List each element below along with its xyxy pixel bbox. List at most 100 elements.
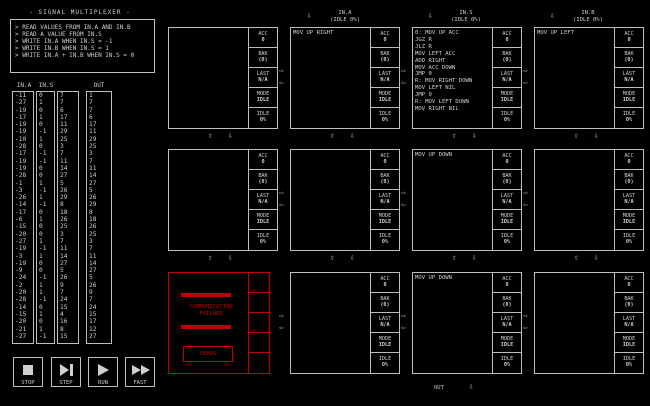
node-code[interactable]: MOV UP DOWN: [415, 275, 453, 281]
column-value: 7: [89, 296, 93, 304]
right-arrow-icon: ⇨: [523, 66, 528, 75]
column-value: 9: [89, 289, 93, 297]
right-arrow-icon: ⇨: [401, 311, 406, 320]
register-value: N/A: [502, 77, 512, 83]
register-label: IDLE: [622, 111, 636, 117]
register-bak: BAK(0): [249, 48, 277, 68]
left-arrow-icon: ⇦: [279, 200, 284, 209]
column-value: -19: [15, 164, 27, 172]
column-value: 29: [60, 194, 68, 202]
column-value: 11: [89, 252, 97, 260]
register-value: 0: [383, 37, 387, 43]
in-b-name: IN.B: [581, 10, 595, 16]
node-code[interactable]: MOV UP RIGHT: [293, 30, 334, 36]
column-value: 9: [60, 281, 64, 289]
register-value: IDLE: [622, 97, 636, 103]
column-value: -14: [15, 201, 27, 209]
register-bak: BAK(0): [493, 170, 521, 190]
up-arrow-icon: ⇧: [208, 131, 213, 140]
column-value: 0: [39, 121, 43, 129]
register-label: IDLE: [256, 111, 270, 117]
column-value: -1: [39, 201, 47, 209]
right-arrow-icon: ⇨: [279, 188, 284, 197]
register-value: N/A: [258, 199, 268, 205]
error-message-text: COMMUNICATION FAILURE: [189, 304, 233, 317]
column-value: 0: [39, 106, 43, 114]
register-value: (0): [502, 302, 512, 308]
node-code[interactable]: MOV UP DOWN: [415, 152, 453, 158]
column-value: -6: [15, 216, 23, 224]
down-arrow-icon: ⇩: [428, 11, 433, 20]
column-value: 1: [39, 99, 43, 107]
node-code[interactable]: MOV UP LEFT: [537, 30, 575, 36]
column-value: 17: [89, 318, 97, 326]
column-value: 17: [60, 113, 68, 121]
left-arrow-icon: ⇦: [279, 323, 284, 332]
in-s-idle: (IDLE 0%): [451, 16, 481, 23]
down-arrow-icon: ⇩: [350, 131, 355, 140]
column-value: 7: [89, 157, 93, 165]
column-value: 0: [39, 164, 43, 172]
fast-button[interactable]: [125, 357, 155, 387]
register-value: N/A: [624, 199, 634, 205]
stop-button[interactable]: [13, 357, 43, 387]
register-label: LAST: [500, 193, 514, 199]
register-value: 0: [627, 159, 631, 165]
out-port-label: OUT: [434, 385, 444, 391]
node-code[interactable]: 0: MOV UP ACC JGZ R JLZ R MOV LEFT ACC A…: [415, 30, 473, 112]
run-button[interactable]: [88, 357, 118, 387]
column-value: -28: [15, 296, 27, 304]
register-mode: [249, 333, 269, 353]
register-label: BAK: [258, 51, 268, 57]
in-a-name: IN.A: [338, 10, 352, 16]
right-arrow-icon: ⇨: [279, 311, 284, 320]
register-value: (0): [380, 179, 390, 185]
register-value: N/A: [380, 322, 390, 328]
column-value: 14: [89, 259, 97, 267]
column-value: -15: [15, 310, 27, 318]
left-arrow-icon: ⇦: [523, 200, 528, 209]
column-value: 15: [60, 332, 68, 340]
step-button[interactable]: [51, 357, 81, 387]
register-bak: [249, 293, 269, 313]
column-value: -1: [39, 150, 47, 158]
register-label: ACC: [502, 153, 512, 159]
register-value: IDLE: [500, 342, 514, 348]
fast-forward-icon: [132, 365, 150, 375]
in-a-column: -11-27-19-17-19-19-10-28-17-19-19-28-1-3…: [12, 91, 34, 344]
column-value: 0: [39, 208, 43, 216]
column-value: 1: [39, 310, 43, 318]
column-value: 14: [60, 252, 68, 260]
register-value: N/A: [624, 322, 634, 328]
column-value: 0: [39, 318, 43, 326]
down-arrow-icon: ⇩: [594, 253, 599, 262]
node-r0-c2[interactable]: 0: MOV UP ACC JGZ R JLZ R MOV LEFT ACC A…: [412, 27, 522, 129]
register-label: MODE: [256, 91, 270, 97]
play-icon: [98, 364, 109, 376]
node-r2-c0[interactable]: COMMUNICATION FAILURE DEBUG: [168, 272, 270, 374]
error-bar: [181, 325, 231, 329]
register-value: 0%: [625, 362, 633, 368]
debug-button[interactable]: DEBUG: [183, 346, 233, 362]
